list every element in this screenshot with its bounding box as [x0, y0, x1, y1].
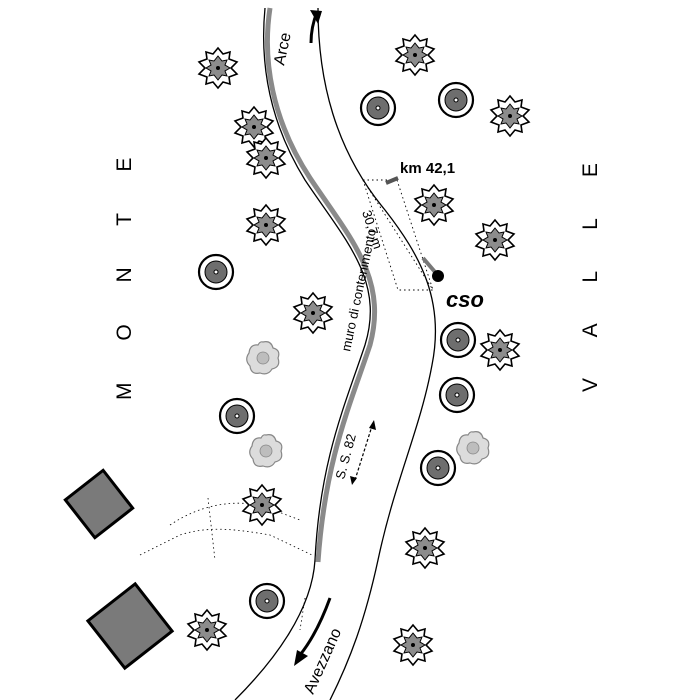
road-east-edge: [317, 7, 437, 700]
accident-point-icon: [432, 270, 444, 282]
round-tree-icon: [437, 81, 475, 119]
road-west-edge: [234, 7, 371, 700]
building-icon: [63, 468, 135, 540]
arrow-icon: [298, 597, 332, 656]
light-tree-icon: [246, 341, 280, 375]
retaining-wall: [264, 7, 378, 563]
building-icon: [85, 581, 175, 671]
measurement-zone: [362, 176, 437, 291]
side-path: [139, 497, 313, 631]
tree-icon: [242, 484, 282, 526]
round-tree-icon: [248, 582, 286, 620]
label-valle: V A L L E: [579, 145, 602, 392]
arrow-icon: [350, 476, 357, 485]
tree-icon: [393, 624, 433, 666]
tree-icon: [490, 95, 530, 137]
tree-icon: [395, 34, 435, 76]
round-tree-icon: [419, 449, 457, 487]
light-tree-icon: [456, 431, 490, 465]
tree-icon: [480, 329, 520, 371]
label-avezzano: Avezzano: [301, 626, 345, 697]
tree-icon: [198, 47, 238, 89]
tree-icon: [187, 609, 227, 651]
label-cso: cso: [446, 287, 484, 312]
round-tree-icon: [359, 89, 397, 127]
label-arce: Arce: [271, 31, 294, 67]
round-tree-icon: [197, 253, 235, 291]
arrow-icon: [294, 650, 308, 666]
label-monte: M O N T E: [113, 140, 136, 400]
tree-icon: [246, 204, 286, 246]
tree-icon: [414, 184, 454, 226]
tree-icon: [475, 219, 515, 261]
tree-icon: [405, 527, 445, 569]
round-tree-icon: [439, 321, 477, 359]
arrow-icon: [369, 420, 376, 430]
label-km: km 42,1: [400, 160, 455, 177]
arrow-icon: [354, 425, 373, 481]
round-tree-icon: [218, 397, 256, 435]
round-tree-icon: [438, 376, 476, 414]
light-tree-icon: [249, 434, 283, 468]
tree-icon: [293, 292, 333, 334]
arrow-icon: [310, 10, 322, 24]
